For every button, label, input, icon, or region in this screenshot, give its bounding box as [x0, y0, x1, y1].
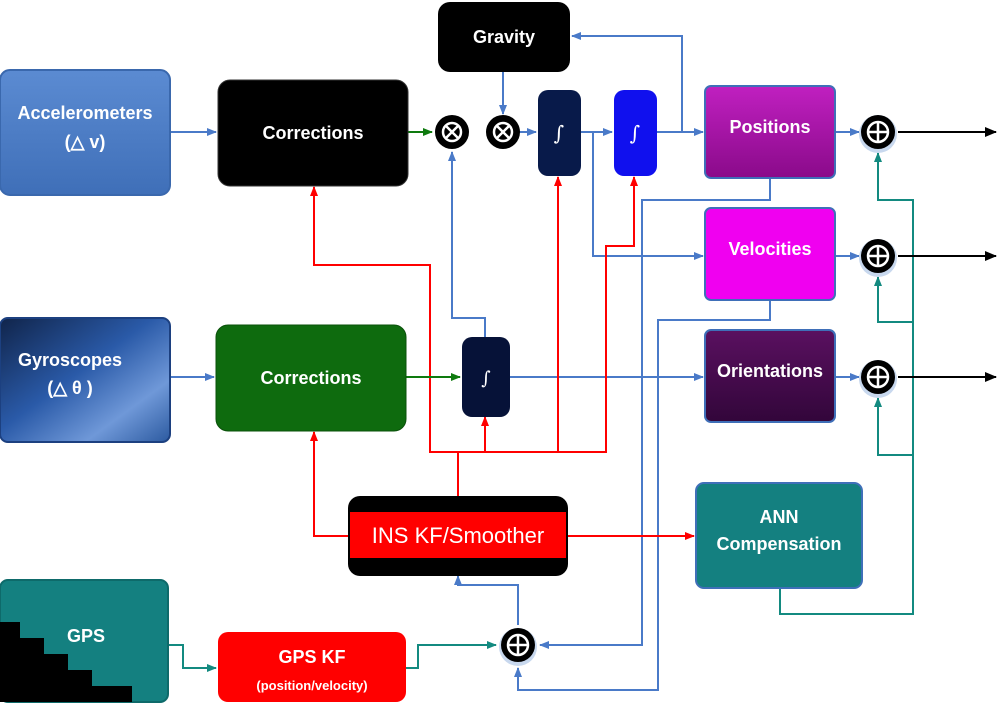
gps-sum-to-ins-kf [454, 575, 519, 625]
gps-kf-label: GPS KF [278, 647, 345, 667]
sum-icon [868, 122, 888, 142]
sum-positions [859, 115, 897, 153]
accelerometers-sublabel: (△ v) [65, 132, 106, 152]
ins-kf-smoother-label: INS KF/Smoother [372, 523, 544, 548]
gps-label: GPS [67, 626, 105, 646]
orientations-label: Orientations [717, 361, 823, 381]
sum-icon [868, 246, 888, 266]
connectors [168, 32, 997, 691]
integrator-1: ∫ [538, 90, 581, 176]
ins-kf-smoother-block: INS KF/Smoother [348, 496, 568, 576]
ins-kf-to-gyro-integral [458, 416, 489, 453]
ann-to-sum-orientations [874, 397, 913, 456]
gyro-integral-to-multiply [448, 151, 486, 337]
corrections-accel-block: Corrections [217, 79, 409, 187]
ann-to-sum-velocities [874, 276, 913, 323]
gyroscopes-block: Gyroscopes (△ θ ) [0, 317, 171, 443]
positions-feedback-to-gravity [571, 32, 683, 132]
gyroscopes-label: Gyroscopes [18, 350, 122, 370]
integral-icon: ∫ [554, 121, 564, 145]
velocities-to-gps-sum [514, 300, 771, 691]
sum-icon [868, 367, 888, 387]
gyroscopes-sublabel: (△ θ ) [47, 378, 93, 398]
orientations-block: Orientations [704, 329, 836, 423]
positions-block: Positions [704, 85, 836, 179]
ann-to-sum-positions [779, 152, 914, 615]
multiply-icon [444, 124, 460, 140]
integrator-2: ∫ [614, 90, 657, 176]
multiply-icon [495, 124, 511, 140]
gps-to-gps-kf [168, 644, 217, 672]
velocities-label: Velocities [728, 239, 811, 259]
ann-sublabel: Compensation [716, 534, 841, 554]
gravity-block: Gravity [438, 2, 570, 72]
gps-kf-to-gps-sum [406, 641, 497, 669]
sum-velocities [859, 239, 897, 277]
gps-kf-block: GPS KF (position/velocity) [218, 632, 406, 702]
gps-block: GPS [0, 579, 169, 703]
gravity-label: Gravity [473, 27, 535, 47]
positions-label: Positions [729, 117, 810, 137]
multiply-2 [486, 115, 520, 149]
integral-1-to-velocities [592, 132, 704, 260]
integral-icon: ∫ [630, 121, 640, 145]
ann-label: ANN [760, 507, 799, 527]
corrections-gyro-block: Corrections [215, 324, 407, 432]
accelerometers-block: Accelerometers (△ v) [0, 69, 171, 196]
corrections-accel-label: Corrections [262, 123, 363, 143]
sum-orientations [859, 360, 897, 398]
ins-kf-to-integral-2 [558, 176, 638, 453]
sum-icon [508, 635, 528, 655]
ins-kf-to-accel-corrections [310, 186, 459, 496]
integrator-gyro: ∫ [462, 337, 510, 417]
gps-kf-sublabel: (position/velocity) [256, 678, 367, 693]
ann-compensation-block: ANN Compensation [695, 482, 863, 589]
positions-to-gps-sum [539, 178, 771, 649]
sum-gps [499, 628, 537, 666]
ins-kf-to-gyro-corrections [310, 431, 348, 537]
multiply-1 [435, 115, 469, 149]
corrections-gyro-label: Corrections [260, 368, 361, 388]
velocities-block: Velocities [704, 207, 836, 301]
accelerometers-label: Accelerometers [17, 103, 152, 123]
gps-staircase [0, 622, 132, 702]
integral-icon: ∫ [481, 368, 491, 389]
